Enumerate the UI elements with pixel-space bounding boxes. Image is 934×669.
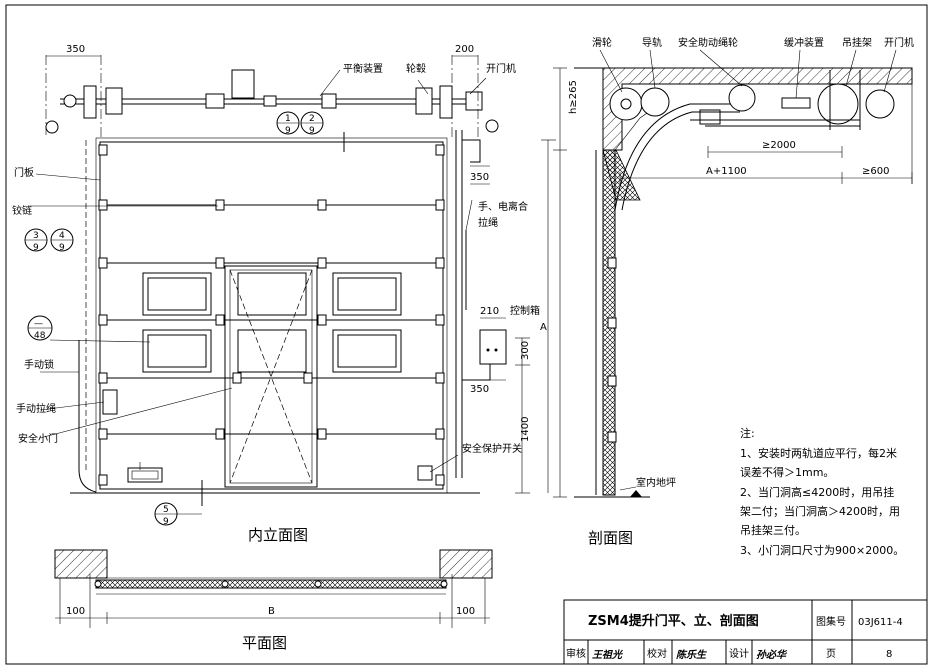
ref5-bot: 9 (163, 517, 169, 527)
control-box (479, 329, 507, 365)
view-title-plan: 平面图 (242, 634, 287, 652)
notes: 注: 1、安装时两轨道应平行，每2米 误差不得＞1mm。 2、当门洞高≤4200… (740, 426, 904, 557)
detail-references: 1 9 2 9 3 9 4 9 — 48 5 9 (24, 111, 324, 527)
ref3-bot: 9 (33, 243, 39, 253)
note-2c: 吊挂架三付。 (740, 523, 806, 537)
ref2-top: 2 (309, 114, 315, 124)
label-safety-pulley: 安全助动绳轮 (678, 36, 738, 49)
designer-signature: 孙必华 (756, 649, 788, 661)
dim-B: B (268, 606, 275, 617)
dim-350-side: 350 (470, 172, 489, 183)
ref4-bot: 9 (59, 243, 65, 253)
ref5-top: 5 (163, 505, 169, 515)
ref3-top: 3 (33, 231, 39, 241)
ref1-top: 1 (285, 114, 291, 124)
label-hanger: 吊挂架 (842, 36, 872, 49)
dim-200: 200 (455, 44, 474, 55)
label-manual-lock: 手动锁 (24, 358, 54, 371)
label-hinge: 铰链 (12, 204, 32, 217)
dim-350-low: 350 (470, 384, 489, 395)
label-wicket-door: 安全小门 (18, 432, 58, 445)
note-2b: 架二付；当门洞高＞4200时，用 (740, 504, 900, 518)
note-3: 3、小门洞口尺寸为900×2000。 (740, 543, 904, 557)
dim-300: 300 (520, 341, 531, 360)
dim-350-top: 350 (66, 44, 85, 55)
section-labels: 滑轮 导轨 安全助动绳轮 缓冲装置 吊挂架 开门机 室内地坪 h≥265 ≥20… (568, 36, 914, 489)
label-door-panel: 门板 (14, 166, 34, 179)
dim-2000: ≥2000 (762, 140, 796, 151)
plan-dimensions: 100 B 100 (66, 606, 475, 617)
page-number: 8 (886, 649, 892, 660)
note-2a: 2、当门洞高≤4200时，用吊挂 (740, 485, 894, 499)
ref48-top: — (34, 319, 43, 329)
label-pulley: 滑轮 (592, 36, 612, 49)
ref2-bot: 9 (309, 126, 315, 136)
dim-1400: 1400 (520, 417, 531, 442)
checker-signature: 陈乐生 (676, 649, 707, 661)
dim-210: 210 (480, 306, 499, 317)
review-label: 审核 (566, 647, 586, 660)
title-main: ZSM4提升门平、立、剖面图 (588, 613, 759, 629)
ref1-bot: 9 (285, 126, 291, 136)
section-view (553, 49, 913, 498)
sheet-frame (5, 4, 928, 665)
view-title-elevation: 内立面图 (248, 526, 308, 544)
page-label: 页 (826, 648, 836, 660)
title-block: ZSM4提升门平、立、剖面图 图集号 03J611-4 审核 王祖光 校对 陈乐… (563, 599, 928, 665)
label-control-box: 控制箱 (510, 304, 540, 317)
atlas-label: 图集号 (816, 615, 846, 628)
elevation-labels: 平衡装置 轮毂 开门机 门板 铰链 手、电离合 拉绳 控制箱 手动锁 手动拉绳 … (12, 62, 540, 455)
label-pull-rope-2: 拉绳 (478, 216, 498, 229)
note-1b: 误差不得＞1mm。 (740, 465, 834, 479)
window-panels (142, 272, 402, 373)
label-hub: 轮毂 (406, 62, 426, 75)
atlas-number: 03J611-4 (858, 617, 903, 628)
label-buffer: 缓冲装置 (784, 36, 824, 49)
view-title-section: 剖面图 (588, 529, 633, 547)
label-balance-device: 平衡装置 (343, 62, 383, 75)
plan-view (54, 549, 493, 628)
notes-heading: 注: (740, 426, 755, 440)
dim-100-left: 100 (66, 606, 85, 617)
dim-A: A (540, 322, 547, 333)
elevation-dimensions: 350 200 350 210 300 350 1400 A (66, 44, 547, 442)
note-1a: 1、安装时两轨道应平行，每2米 (740, 446, 897, 460)
ref48-bot: 48 (34, 331, 46, 341)
dim-600: ≥600 (862, 166, 889, 177)
label-floor: 室内地坪 (636, 476, 676, 489)
reviewer-signature: 王祖光 (592, 649, 623, 661)
label-opener-elev: 开门机 (486, 62, 516, 75)
elevation-view (30, 55, 556, 506)
ref4-top: 4 (59, 231, 65, 241)
wicket-door (224, 265, 318, 488)
label-guide-rail: 导轨 (642, 36, 662, 49)
check-label: 校对 (647, 647, 667, 660)
label-safety-switch: 安全保护开关 (462, 442, 522, 455)
label-opener-sect: 开门机 (884, 36, 914, 49)
dim-100-right: 100 (456, 606, 475, 617)
dim-A1100: A+1100 (706, 166, 747, 177)
label-manual-rope: 手动拉绳 (16, 402, 56, 415)
design-label: 设计 (729, 647, 749, 660)
pulley (609, 87, 643, 121)
dim-h265: h≥265 (568, 80, 579, 114)
label-pull-rope-1: 手、电离合 (478, 200, 528, 213)
